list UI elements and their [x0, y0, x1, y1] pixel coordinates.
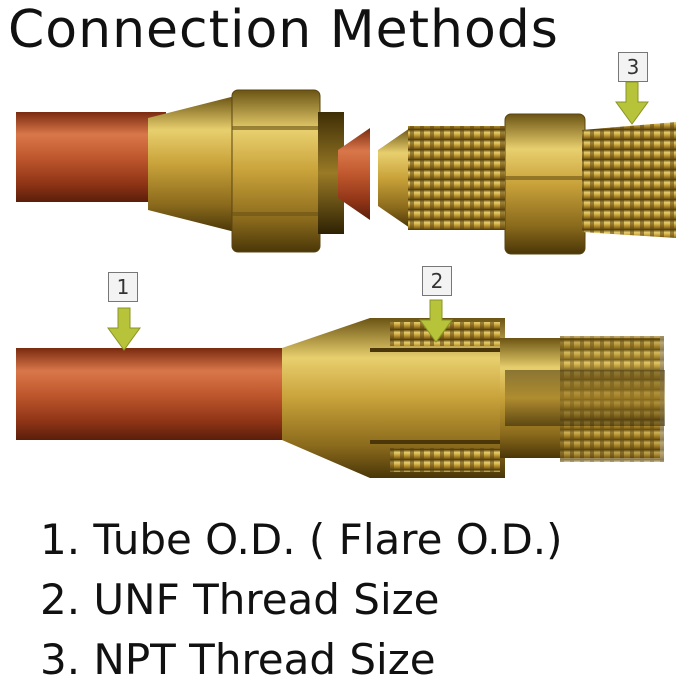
- arrow-3: [615, 81, 649, 125]
- bottom-assembly: [16, 318, 665, 478]
- union-hex: [504, 113, 586, 255]
- legend-list: 1. Tube O.D. ( Flare O.D.) 2. UNF Thread…: [40, 510, 563, 690]
- arrow-2: [419, 299, 453, 343]
- top-assembly: [16, 89, 676, 255]
- flare-cone: [378, 128, 410, 228]
- npt-thread-top: [582, 122, 676, 238]
- flared-tube-end: [338, 128, 370, 220]
- copper-tube-top: [16, 112, 166, 202]
- arrow-1: [107, 307, 141, 351]
- callout-2: 2: [422, 266, 452, 296]
- flare-nut-taper: [148, 96, 235, 232]
- legend-item-unf-thread: 2. UNF Thread Size: [40, 575, 440, 624]
- page-title: Connection Methods: [8, 0, 559, 60]
- legend-item-npt-thread: 3. NPT Thread Size: [40, 635, 436, 684]
- callout-1: 1: [108, 272, 138, 302]
- callout-3: 3: [618, 52, 648, 82]
- nut-cutaway: [282, 318, 505, 478]
- legend-item-tube-od: 1. Tube O.D. ( Flare O.D.): [40, 515, 563, 564]
- flare-nut-hex: [231, 89, 321, 253]
- unf-thread-top: [408, 126, 508, 230]
